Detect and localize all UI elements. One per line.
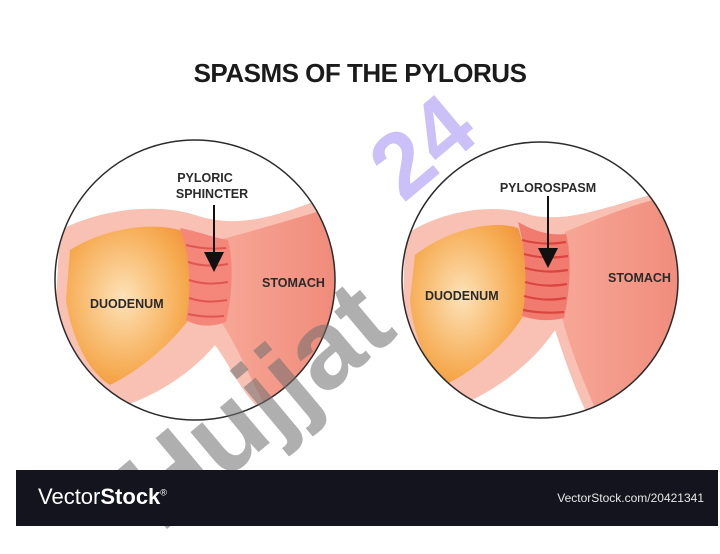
brand-bold: Stock <box>100 484 161 509</box>
left-duodenum-label: DUODENUM <box>90 297 164 311</box>
vectorstock-logo[interactable]: VectorStock® <box>38 484 167 510</box>
right-spasm-folds <box>521 238 569 314</box>
image-url[interactable]: VectorStock.com/20421341 <box>557 491 704 505</box>
left-stomach <box>218 205 335 410</box>
pyloric-label-line1: PYLORIC <box>177 171 233 185</box>
sphincter-label-line2: SPHINCTER <box>176 187 248 201</box>
right-stomach-label: STOMACH <box>608 271 671 285</box>
brand-regular: Vector <box>38 484 101 509</box>
right-circle-outline <box>401 141 679 419</box>
right-panel: PYLOROSPASM DUODENUM STOMACH <box>401 141 679 419</box>
registered-mark: ® <box>160 487 167 498</box>
pylorus-diagram: PYLORIC SPHINCTER DUODENUM STOMACH PYLOR… <box>54 139 679 421</box>
right-duodenum <box>410 225 527 385</box>
footer-bar: VectorStock® VectorStock.com/20421341 <box>16 470 718 526</box>
left-duodenum <box>66 226 194 385</box>
pylorospasm-label: PYLOROSPASM <box>500 181 596 195</box>
left-panel: PYLORIC SPHINCTER DUODENUM STOMACH <box>54 139 336 421</box>
left-circle-outline <box>54 139 336 421</box>
page-title: SPASMS OF THE PYLORUS <box>193 58 527 88</box>
left-stomach-label: STOMACH <box>262 276 325 290</box>
right-duodenum-label: DUODENUM <box>425 289 499 303</box>
